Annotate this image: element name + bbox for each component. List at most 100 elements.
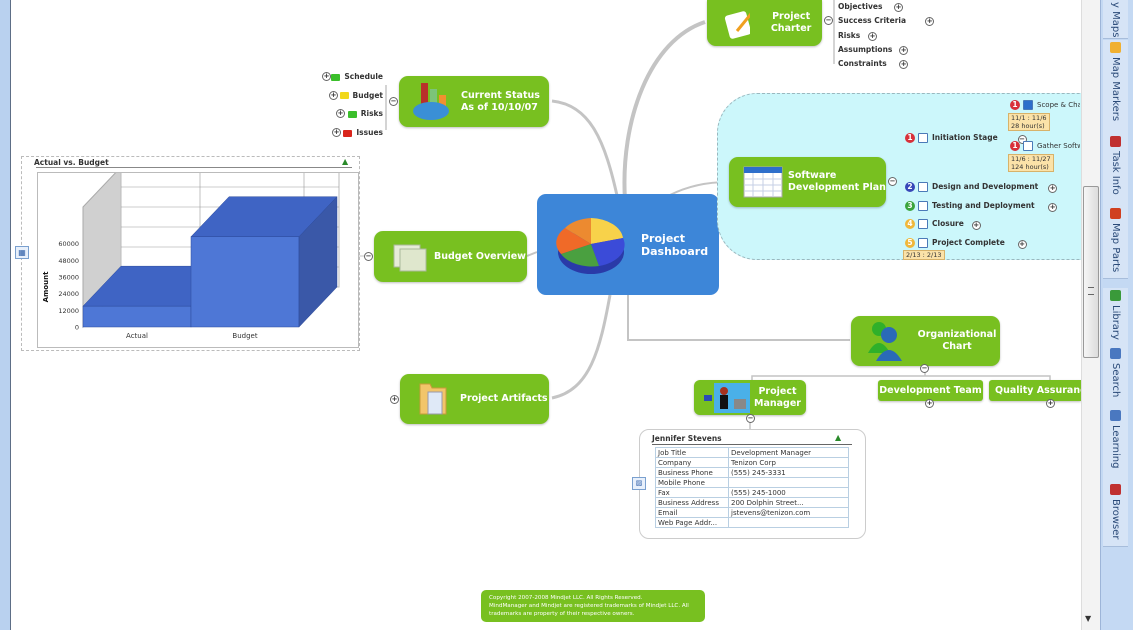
- expand-button[interactable]: +: [925, 399, 934, 408]
- field-value: [728, 477, 849, 488]
- expand-button[interactable]: +: [894, 3, 903, 12]
- side-tab-browser[interactable]: Browser: [1103, 482, 1128, 547]
- expand-button[interactable]: +: [1046, 399, 1055, 408]
- expand-button[interactable]: +: [322, 72, 331, 81]
- field-label: Email: [655, 507, 729, 518]
- side-tab-y-maps[interactable]: y Maps: [1103, 0, 1128, 39]
- subtopic-schedule[interactable]: Schedule: [331, 72, 383, 81]
- scroll-down-arrow[interactable]: ▼: [1085, 614, 1092, 623]
- task-label: Testing and Deployment: [932, 201, 1035, 210]
- flag-icon: [343, 129, 353, 137]
- subtopic[interactable]: Risks: [838, 31, 860, 40]
- topic-project-manager[interactable]: Project Manager: [694, 380, 806, 415]
- field-label: Job Title: [655, 447, 729, 458]
- priority-icon: 1: [1010, 141, 1020, 151]
- field-label: Web Page Addr...: [655, 517, 729, 528]
- collapse-button[interactable]: −: [746, 414, 755, 423]
- topic-budget-overview[interactable]: Budget Overview: [374, 231, 527, 282]
- subtask[interactable]: 1 Gather Softw: [1010, 141, 1080, 151]
- tab-label: Learning: [1110, 425, 1121, 469]
- topic-software-development-plan[interactable]: Software Development Plan: [729, 157, 886, 207]
- collapse-button[interactable]: −: [888, 177, 897, 186]
- side-tab-library[interactable]: Library: [1103, 288, 1128, 347]
- topic-current-status[interactable]: Current Status As of 10/10/07: [399, 76, 549, 127]
- expand-button[interactable]: +: [1048, 203, 1058, 212]
- topic-project-charter[interactable]: Project Charter: [707, 0, 822, 46]
- priority-icon: 4: [905, 219, 915, 229]
- expand-button[interactable]: +: [329, 90, 338, 100]
- contact-row: Mobile Phone: [655, 477, 849, 488]
- subtask-label: Gather Softw: [1037, 142, 1080, 150]
- task-checkbox-icon[interactable]: [1023, 141, 1033, 151]
- collapse-button[interactable]: −: [1017, 135, 1027, 144]
- subtopic-risks[interactable]: Risks: [347, 109, 383, 118]
- tab-icon: [1110, 348, 1121, 359]
- flag-icon: [339, 92, 349, 100]
- expand-button[interactable]: +: [899, 60, 909, 70]
- topic-development-team[interactable]: Development Team: [878, 380, 983, 401]
- task-checkbox-icon[interactable]: [918, 182, 928, 192]
- tab-label: y Maps: [1110, 2, 1121, 38]
- subtopic-budget[interactable]: Budget: [339, 90, 383, 100]
- expand-button[interactable]: +: [1017, 240, 1027, 249]
- task-stage[interactable]: 4 Closure: [905, 219, 964, 229]
- expand-button[interactable]: +: [1048, 184, 1058, 193]
- image-icon[interactable]: ▨: [632, 477, 646, 490]
- topic-project-artifacts[interactable]: Project Artifacts: [400, 374, 549, 424]
- collapse-button[interactable]: −: [389, 97, 398, 106]
- field-label: Business Phone: [655, 467, 729, 478]
- subtopic[interactable]: Objectives: [838, 2, 882, 11]
- task-checkbox-icon[interactable]: [918, 238, 928, 248]
- subtopic[interactable]: Success Criteria: [838, 16, 906, 25]
- subtopic[interactable]: Constraints: [838, 59, 887, 68]
- folder-icon: [419, 383, 447, 415]
- tab-label: Search: [1110, 363, 1121, 398]
- collapse-button[interactable]: −: [920, 364, 929, 373]
- expand-button[interactable]: +: [390, 395, 399, 404]
- task-checkbox-icon[interactable]: [1023, 100, 1033, 110]
- expand-button[interactable]: +: [971, 221, 981, 230]
- task-checkbox-icon[interactable]: [918, 219, 928, 229]
- collapse-button[interactable]: −: [364, 252, 373, 261]
- subtopic-issues[interactable]: Issues: [343, 128, 383, 137]
- topic-quality-assurance[interactable]: Quality Assurance: [989, 380, 1081, 401]
- scrollbar-thumb[interactable]: [1083, 186, 1099, 358]
- expand-button[interactable]: +: [868, 31, 877, 41]
- topic-organizational-chart[interactable]: Organizational Chart: [851, 316, 1000, 366]
- side-tab-search[interactable]: Search: [1103, 346, 1128, 409]
- task-checkbox-icon[interactable]: [918, 201, 928, 211]
- copyright-notice: Copyright 2007-2008 Mindjet LLC. All Rig…: [481, 590, 705, 622]
- field-value: [728, 517, 849, 528]
- side-tab-task-info[interactable]: Task Info: [1103, 134, 1128, 207]
- task-checkbox-icon[interactable]: [918, 133, 928, 143]
- collapse-panel-icon[interactable]: ▲: [342, 157, 349, 166]
- collapse-button[interactable]: −: [824, 16, 833, 25]
- priority-icon: 2: [905, 182, 915, 192]
- table-icon[interactable]: ▦: [15, 246, 29, 259]
- collapse-panel-icon[interactable]: ▲: [835, 433, 842, 442]
- subtopic-label: Budget: [352, 90, 383, 100]
- expand-button[interactable]: +: [925, 17, 935, 27]
- contact-name: Jennifer Stevens: [652, 434, 722, 443]
- expand-button[interactable]: +: [336, 109, 345, 119]
- task-label: Closure: [932, 219, 964, 228]
- expand-button[interactable]: +: [899, 45, 909, 55]
- y-tick-label: 24000: [58, 290, 79, 298]
- side-tab-learning[interactable]: Learning: [1103, 408, 1128, 483]
- expand-button[interactable]: +: [332, 128, 341, 138]
- tab-label: Library: [1110, 305, 1121, 340]
- central-topic-project-dashboard[interactable]: Project Dashboard: [537, 194, 719, 295]
- task-dates: 11/1 : 11/6: [1011, 114, 1047, 122]
- field-label: Fax: [655, 487, 729, 498]
- subtopic[interactable]: Assumptions: [838, 45, 892, 54]
- side-tab-map-markers[interactable]: Map Markers: [1103, 40, 1128, 135]
- task-hours: 28 hour(s): [1011, 122, 1045, 130]
- side-tab-map-parts[interactable]: Map Parts: [1103, 206, 1128, 279]
- task-hours: 124 hour(s): [1011, 163, 1049, 171]
